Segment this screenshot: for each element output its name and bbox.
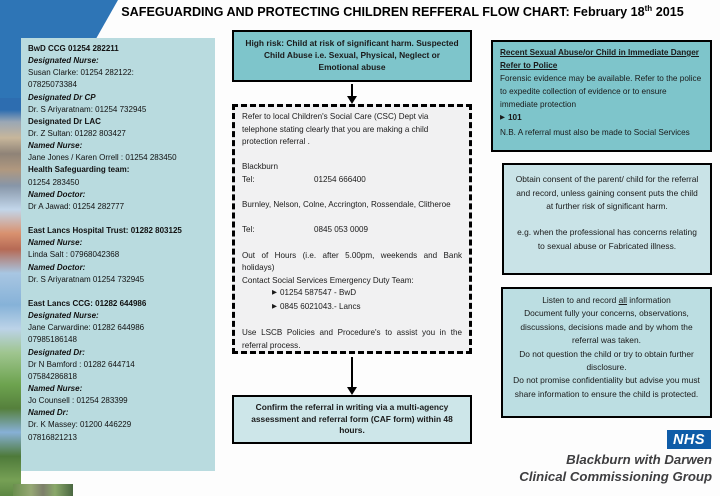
- listen-line-4: Do not promise confidentiality but advis…: [513, 375, 700, 399]
- edt-lancs-text: 0845 6021043.- Lancs: [280, 301, 361, 311]
- spacer: [242, 187, 462, 200]
- contact-line: Jane Jones / Karen Orrell : 01254 283450: [28, 153, 177, 163]
- contact-line: Health Safeguarding team:: [28, 165, 130, 175]
- police-referral-box: Recent Sexual Abuse/or Child in Immediat…: [491, 40, 712, 152]
- referral-instructions-box: Refer to local Children's Social Care (C…: [232, 104, 472, 354]
- consent-paragraph-1: Obtain consent of the parent/ child for …: [515, 174, 699, 212]
- police-box-note: N.B. A referral must also be made to Soc…: [500, 127, 690, 137]
- contact-edt-text: Contact Social Services Emergency Duty T…: [242, 275, 414, 285]
- listen-line-3: Do not question the child or try to obta…: [519, 348, 694, 373]
- east-lancs-tel-row: Tel: 0845 053 0009: [242, 224, 462, 237]
- nhs-logo: NHS: [667, 430, 711, 449]
- contact-line: East Lancs CCG: 01282 644986: [28, 298, 147, 308]
- contact-line: Dr A Jawad: 01254 282777: [28, 201, 125, 211]
- contact-line: 01254 283450: [28, 177, 80, 187]
- organisation-name: Blackburn with Darwen Clinical Commissio…: [380, 452, 712, 485]
- arrow-line: [351, 357, 353, 387]
- arrow-line: [351, 84, 353, 96]
- spacer: [242, 149, 462, 162]
- contact-line: [28, 214, 209, 226]
- photo-collage-strip: [0, 98, 21, 496]
- contact-line: 07816821213: [28, 432, 77, 442]
- contact-line: Dr. S Ariyaratnam 01254 732945: [28, 274, 145, 284]
- page-title: SAFEGUARDING AND PROTECTING CHILDREN REF…: [90, 4, 715, 19]
- organisation-name-line-1: Blackburn with Darwen: [566, 452, 712, 467]
- edt-bwd-text: 01254 587547 - BwD: [280, 288, 357, 298]
- contact-line: Jo Counsell : 01254 283399: [28, 396, 128, 406]
- contact-line: Named Dr:: [28, 408, 69, 418]
- edt-number-bwd: ▶01254 587547 - BwD: [242, 287, 462, 301]
- arrow-bullet-icon: ▶: [272, 289, 277, 297]
- contact-line: Linda Salt : 07968042368: [28, 250, 120, 260]
- listen-record-box: Listen to and record all information Doc…: [501, 287, 712, 418]
- high-risk-box: High risk: Child at risk of significant …: [232, 30, 472, 82]
- contact-line: Named Nurse:: [28, 383, 83, 393]
- police-phone-number: 101: [508, 113, 522, 123]
- organisation-name-line-2: Clinical Commissioning Group: [519, 468, 712, 484]
- contact-line: Designated Dr LAC: [28, 116, 101, 126]
- police-box-heading: Recent Sexual Abuse/or Child in Immediat…: [500, 48, 699, 71]
- spacer: [242, 212, 462, 225]
- contact-line: Susan Clarke: 01254 282122:: [28, 68, 134, 78]
- flow-arrow-down-icon: [346, 357, 358, 395]
- consent-box: Obtain consent of the parent/ child for …: [502, 163, 712, 275]
- contact-line: [28, 287, 209, 299]
- page-title-text: SAFEGUARDING AND PROTECTING CHILDREN REF…: [121, 5, 645, 20]
- out-of-hours-text: Out of Hours (i.e. after 5.00pm, weekend…: [242, 250, 462, 273]
- contact-line: 07584286818: [28, 371, 77, 381]
- spacer: [242, 237, 462, 250]
- contact-line: Dr. Z Sultan: 01282 803427: [28, 128, 126, 138]
- listen-line-1: Listen to and record all information: [510, 294, 703, 307]
- police-phone-line: ▶101: [500, 111, 703, 125]
- blackburn-tel-row: Tel: 01254 666400: [242, 174, 462, 187]
- listen-line-1-post: information: [626, 295, 671, 305]
- contact-line: BwD CCG 01254 282211: [28, 44, 119, 53]
- arrow-head: [347, 387, 357, 395]
- contact-line: Named Nurse:: [28, 238, 83, 248]
- listen-line-1-pre: Listen to and record: [542, 295, 619, 305]
- contact-line: Dr N Bamford : 01282 644714: [28, 359, 135, 369]
- contact-line: 07985186148: [28, 335, 77, 345]
- contact-line: Named Doctor:: [28, 189, 86, 199]
- listen-line-1-underlined: all: [618, 295, 627, 305]
- contact-line: Named Nurse:: [28, 141, 83, 151]
- blackburn-tel-number: 01254 666400: [314, 174, 366, 184]
- consent-paragraph-2: e.g. when the professional has concerns …: [517, 227, 697, 251]
- arrow-bullet-icon: ▶: [272, 302, 277, 310]
- flow-arrow-down-icon: [346, 84, 358, 104]
- blackburn-label: Blackburn: [242, 162, 278, 172]
- contact-line: Designated Dr CP: [28, 92, 96, 102]
- contact-line: Jane Carwardine: 01282 644986: [28, 323, 145, 333]
- spacer: [513, 214, 701, 227]
- contact-line: Designated Nurse:: [28, 56, 99, 66]
- east-lancs-areas: Burnley, Nelson, Colne, Accrington, Ross…: [242, 200, 451, 210]
- arrow-head: [347, 96, 357, 104]
- page-title-superscript: th: [644, 4, 653, 13]
- contact-line: Named Doctor:: [28, 262, 86, 272]
- lscb-policies-text: Use LSCB Policies and Procedure's to ass…: [242, 328, 462, 350]
- referral-intro: Refer to local Children's Social Care (C…: [242, 112, 429, 147]
- contact-line: Designated Nurse:: [28, 311, 99, 321]
- contact-line: Designated Dr:: [28, 347, 85, 357]
- spacer: [242, 315, 462, 328]
- high-risk-text: High risk: Child at risk of significant …: [245, 38, 459, 72]
- contact-line: East Lancs Hospital Trust: 01282 803125: [28, 226, 182, 236]
- east-lancs-tel-number: 0845 053 0009: [314, 225, 369, 235]
- confirm-referral-text: Confirm the referral in writing via a mu…: [251, 401, 453, 436]
- arrow-bullet-icon: ▶: [500, 114, 505, 122]
- contact-line: Dr. S Ariyaratnam: 01254 732945: [28, 104, 147, 114]
- page-title-year: 2015: [652, 5, 684, 20]
- listen-line-2: Document fully your concerns, observatio…: [520, 308, 693, 346]
- contact-line: Dr. K Massey: 01200 446229: [28, 420, 132, 430]
- confirm-referral-box: Confirm the referral in writing via a mu…: [232, 395, 472, 444]
- police-box-body: Forensic evidence may be available. Refe…: [500, 74, 702, 110]
- photo-collage-bottom: [13, 484, 73, 496]
- contact-line: 07825073384: [28, 80, 77, 90]
- edt-number-lancs: ▶0845 6021043.- Lancs: [242, 301, 462, 315]
- tel-label: Tel:: [242, 174, 255, 184]
- tel-label: Tel:: [242, 225, 255, 235]
